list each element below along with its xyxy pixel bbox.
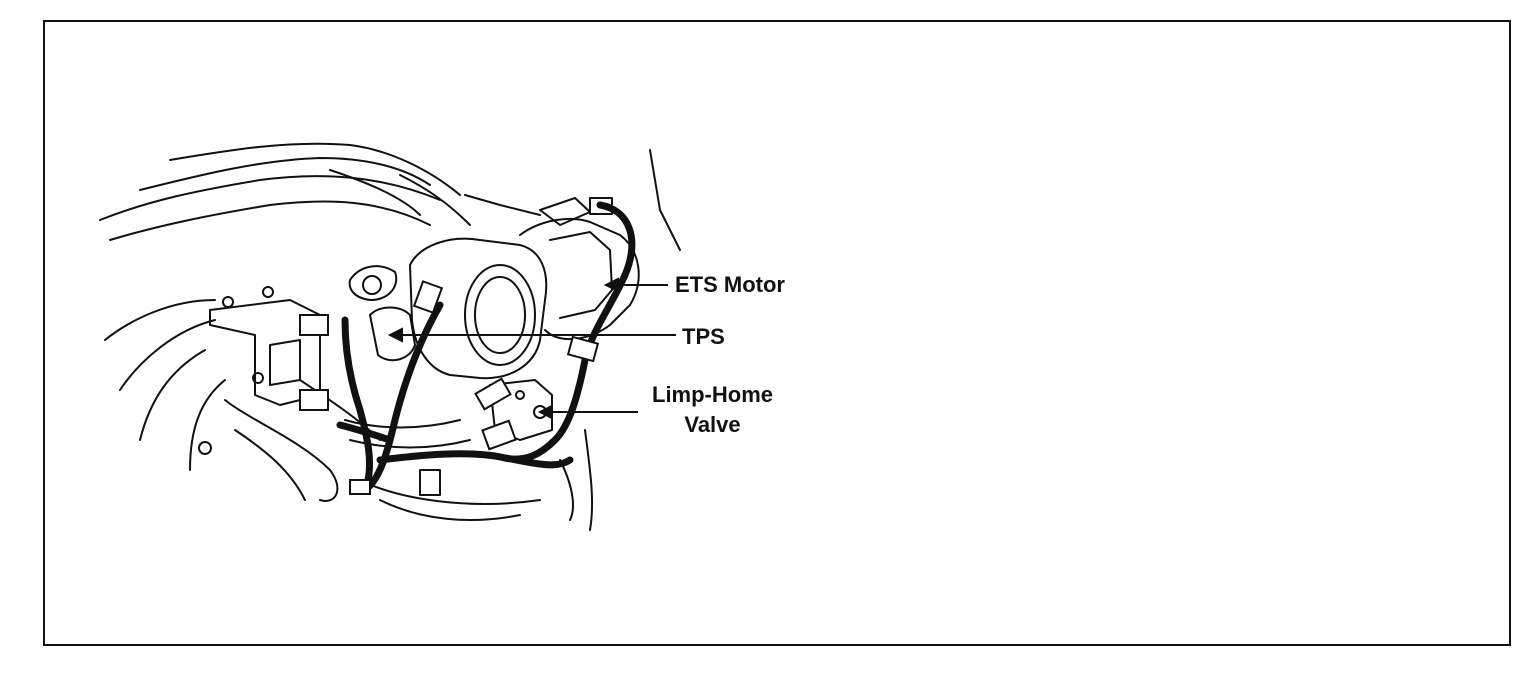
manifold-runner — [189, 379, 226, 471]
wiring-harness — [341, 316, 374, 484]
wiring-harness — [376, 450, 574, 469]
manifold-runner — [399, 174, 471, 226]
limp-home-label-line1: Limp-Home — [652, 382, 773, 407]
connector — [474, 377, 512, 411]
manifold-runner — [139, 157, 431, 191]
wiring-harness — [361, 301, 444, 494]
hose — [344, 419, 461, 429]
hose — [349, 439, 471, 449]
connector — [412, 280, 444, 314]
connector — [481, 419, 517, 451]
manifold-runner — [139, 349, 206, 441]
connector — [299, 314, 329, 336]
manifold-runner — [329, 169, 421, 216]
manifold-runner — [169, 142, 461, 196]
tps-label: TPS — [682, 324, 725, 349]
figure-frame — [43, 20, 1511, 646]
manifold-runner — [99, 175, 441, 221]
limp-home-arrow — [537, 404, 553, 420]
wiring-harness — [501, 201, 636, 463]
manifold-runner — [109, 200, 431, 241]
limp-home-valve-label: Limp-Home Valve — [640, 380, 785, 440]
tps-sensor — [369, 306, 416, 362]
throttle-bore — [464, 264, 536, 366]
connector — [299, 389, 329, 411]
connector — [566, 335, 600, 363]
sensor-bracket — [209, 299, 321, 406]
limp-home-label-line2: Valve — [684, 412, 741, 437]
hose — [234, 429, 306, 501]
tps-arrow — [387, 327, 403, 343]
manifold-runner — [104, 299, 216, 341]
ets-motor-arrow — [603, 277, 619, 293]
manifold-runner — [119, 319, 216, 391]
hose — [224, 399, 339, 502]
ets-motor-label: ETS Motor — [675, 272, 785, 297]
connector — [349, 479, 371, 495]
throttle-body — [409, 237, 548, 380]
